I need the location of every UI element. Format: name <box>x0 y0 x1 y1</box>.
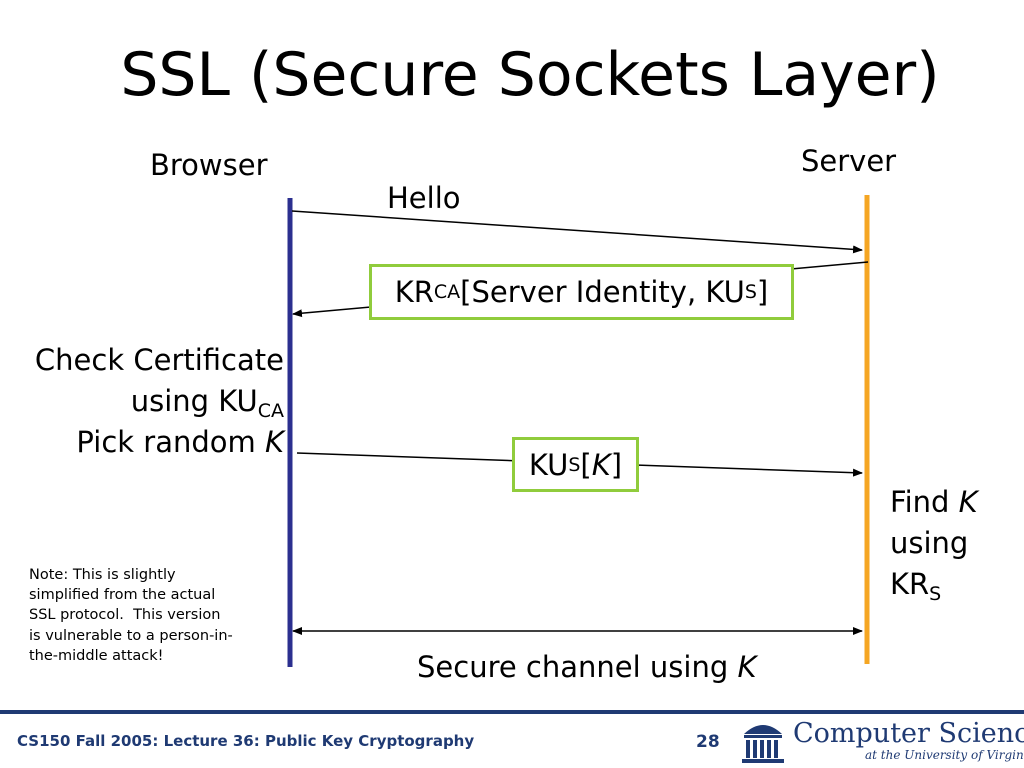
secure-channel-label: Secure channel using K <box>417 650 757 684</box>
key-ku: KU <box>528 447 569 482</box>
check-certificate-label: Check Certificate <box>34 343 284 377</box>
footer-divider <box>0 710 1024 714</box>
kr-s-label: KRS <box>890 567 942 605</box>
cert-body: [Server Identity, KU <box>460 275 745 309</box>
logo-university-subtitle: at the University of Virginia <box>865 748 1024 762</box>
using-ku-ca-label: using KUCA <box>130 384 284 422</box>
using-label: using <box>890 526 969 560</box>
hello-arrow <box>291 210 863 254</box>
pick-random-k-label: Pick random K <box>76 425 284 459</box>
key-k: K <box>591 447 611 482</box>
cert-end: ] <box>756 275 769 309</box>
page-number: 28 <box>696 732 720 752</box>
server-label: Server <box>801 144 897 178</box>
note-text: Note: This is slightly simplified from t… <box>29 567 233 664</box>
footer-course-title: CS150 Fall 2005: Lecture 36: Public Key … <box>17 732 475 750</box>
find-k-label: Find K <box>890 485 978 519</box>
rotunda-logo-icon <box>742 725 784 763</box>
browser-label: Browser <box>150 148 268 182</box>
slide-title: SSL (Secure Sockets Layer) <box>120 40 940 110</box>
logo-computer-science: Computer Science <box>793 718 1024 749</box>
cert-kr: KR <box>394 275 434 309</box>
hello-label: Hello <box>387 181 461 215</box>
